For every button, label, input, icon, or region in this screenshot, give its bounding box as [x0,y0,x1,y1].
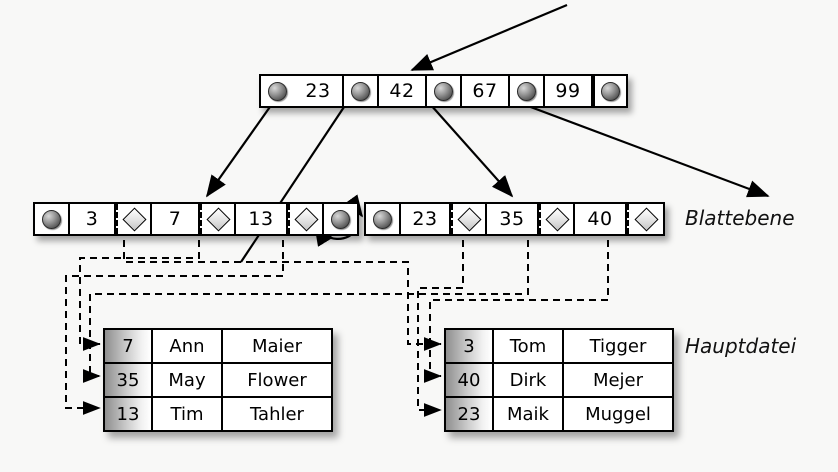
diamond-record-icon [205,206,231,232]
root-key-3: 99 [543,76,593,106]
leaf-right-record-marker-1[interactable] [539,204,575,234]
row-key: 23 [446,398,494,430]
root-key-2: 67 [460,76,510,106]
row-last-name: Tahler [250,403,304,425]
sphere-pointer-icon [268,81,287,101]
main-file-table-left[interactable]: 7 Ann Maier 35 May Flower 13 Tim Tahler [103,328,333,432]
root-pointer-3[interactable] [510,76,543,106]
leaf-left-record-marker-1[interactable] [200,204,236,234]
sphere-pointer-icon [434,81,453,101]
label-blattebene: Blattebene [685,206,795,230]
leaf-left-key-1: 7 [152,204,200,234]
leaf-left-record-marker-0[interactable] [116,204,152,234]
leaf-right-key-1: 35 [487,204,539,234]
edge-root-to-left-leaf [205,103,273,198]
diamond-record-icon [456,206,482,232]
table-row[interactable]: 35 May Flower [105,364,331,398]
edge-root-to-right-outside [511,98,770,198]
diamond-record-icon [293,206,319,232]
root-key-1: 42 [377,76,427,106]
row-first-name: Maik [494,398,564,430]
root-entry-arrow [410,3,568,72]
root-pointer-0[interactable] [261,76,294,106]
leaf-left-next-pointer[interactable] [324,204,357,234]
table-row[interactable]: 40 Dirk Mejer [446,364,672,398]
index-node-root[interactable]: 23 42 67 99 [259,74,628,108]
row-last-name: Flower [247,369,307,391]
leaf-left-key-2: 13 [236,204,288,234]
root-key-0: 23 [294,76,344,106]
table-row[interactable]: 7 Ann Maier [105,330,331,364]
leaf-right-key-2: 40 [575,204,627,234]
row-last-name: Maier [251,335,303,357]
row-key: 7 [105,330,153,362]
row-last-name: Mejer [592,369,644,391]
row-key: 40 [446,364,494,396]
leaf-right-prev-pointer[interactable] [366,204,399,234]
leaf-node-left[interactable]: 3 7 13 [33,202,359,236]
leaf-right-key-0: 23 [399,204,451,234]
row-first-name: Tom [494,330,564,362]
leaf-right-record-marker-2[interactable] [627,204,663,234]
sphere-pointer-icon [601,81,620,101]
root-pointer-1[interactable] [344,76,377,106]
table-row[interactable]: 23 Maik Muggel [446,398,672,430]
row-first-name: Dirk [494,364,564,396]
row-key: 3 [446,330,494,362]
row-last-name: Muggel [585,403,651,425]
sphere-pointer-icon [373,209,392,229]
row-key: 13 [105,398,153,430]
edge-root-p2 [240,100,349,263]
leaf-left-key-0: 3 [68,204,116,234]
main-file-table-right[interactable]: 3 Tom Tigger 40 Dirk Mejer 23 Maik Mugge… [444,328,674,432]
leaf-node-right[interactable]: 23 35 40 [364,202,665,236]
sphere-pointer-icon [331,209,350,229]
edge-root-to-right-leaf [429,103,514,198]
diamond-record-icon [544,206,570,232]
leaf-left-prev-pointer[interactable] [35,204,68,234]
leaf-left-record-marker-2[interactable] [288,204,324,234]
diamond-record-icon [121,206,147,232]
sphere-pointer-icon [517,81,536,101]
table-row[interactable]: 3 Tom Tigger [446,330,672,364]
row-last-name: Tigger [589,335,647,357]
leaf-right-record-marker-0[interactable] [451,204,487,234]
row-first-name: Tim [153,398,223,430]
row-first-name: May [153,364,223,396]
diamond-record-icon [633,206,659,232]
table-row[interactable]: 13 Tim Tahler [105,398,331,430]
root-pointer-4[interactable] [593,76,626,106]
row-key: 35 [105,364,153,396]
root-pointer-2[interactable] [427,76,460,106]
label-hauptdatei: Hauptdatei [685,334,797,358]
sphere-pointer-icon [351,81,370,101]
sphere-pointer-icon [42,209,61,229]
row-first-name: Ann [153,330,223,362]
